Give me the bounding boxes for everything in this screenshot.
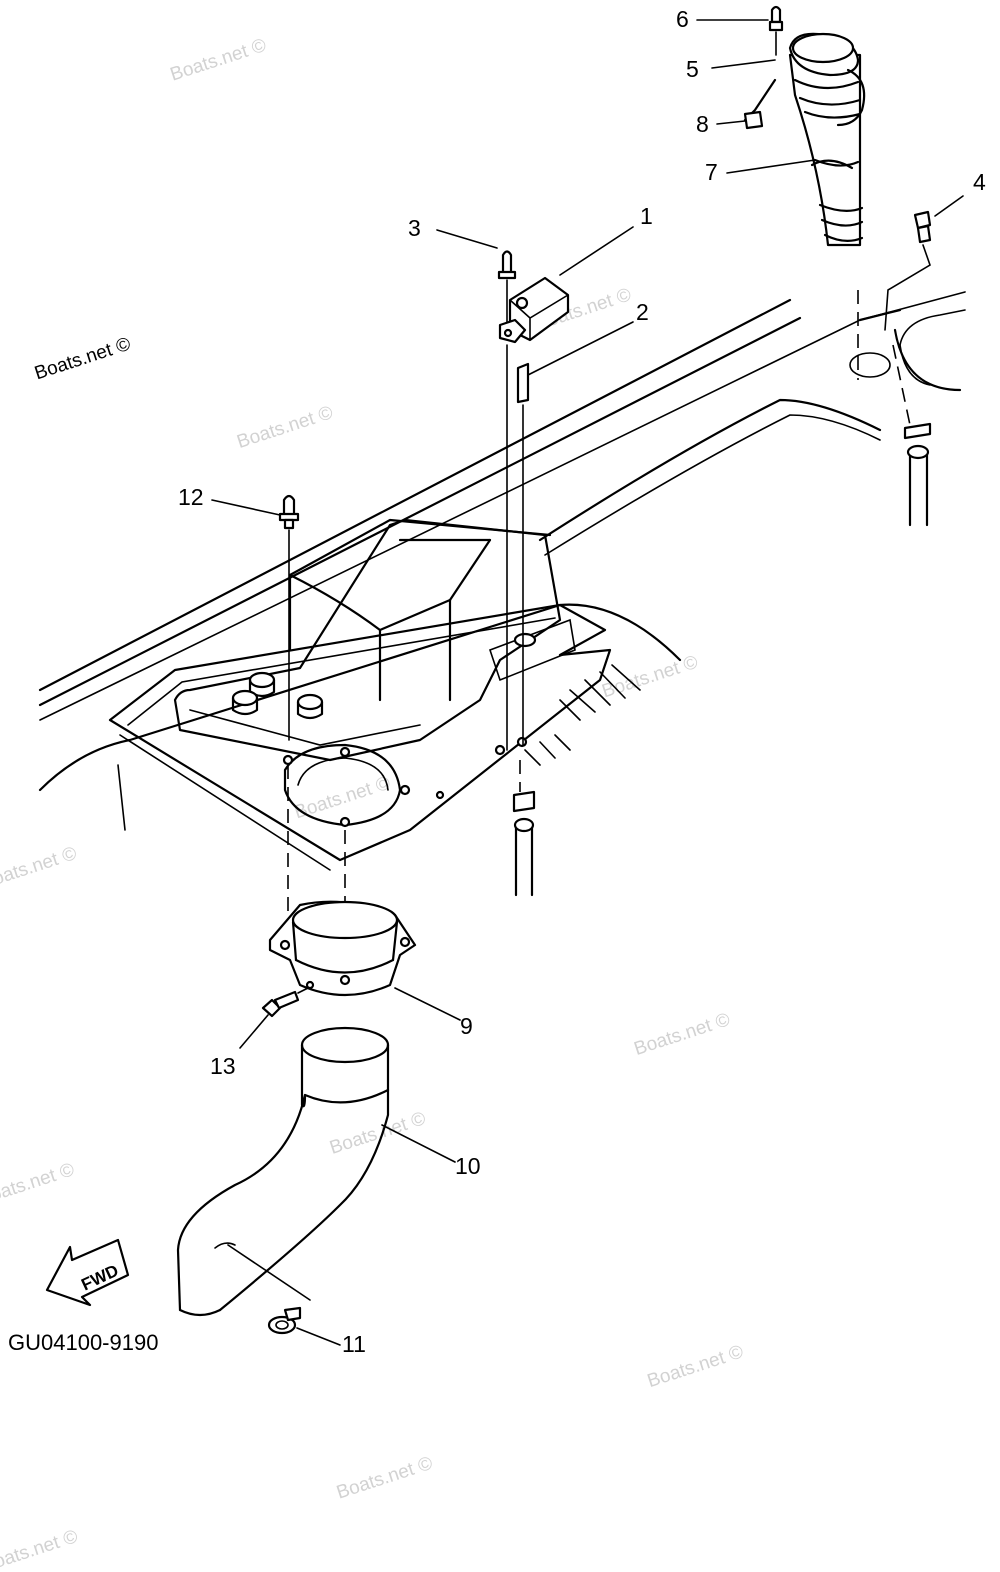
bolt-4 [884,210,932,426]
bracket-assembly [497,250,570,792]
diagram-code: GU04100-9190 [8,1330,158,1355]
hull-outline [38,291,966,897]
callout-10: 10 [455,1153,481,1179]
callout-12: 12 [178,484,204,510]
callout-9: 9 [460,1013,473,1039]
watermark: Boats.net © [645,1341,746,1392]
callout-11: 11 [342,1331,366,1357]
copyright-label: Boats.net © [32,334,133,385]
fill-tube-assembly [743,5,891,380]
watermark: Boats.net © [0,1526,80,1572]
callout-8: 8 [696,111,709,137]
clamp-11 [267,1306,302,1335]
fwd-arrow: FWD [45,1238,130,1307]
rivet-12 [278,494,346,940]
callout-4: 4 [973,169,986,195]
watermark: Boats.net © [234,402,335,453]
duct-10 [176,1026,390,1317]
callout-3: 3 [408,215,421,241]
callouts: 1 2 3 4 5 6 7 8 9 10 11 12 13 [178,6,986,1357]
watermark: Boats.net © [599,652,700,703]
callout-7: 7 [705,159,718,185]
watermark: Boats.net © [327,1108,428,1159]
flange-9 [268,900,417,997]
watermark: Boats.net © [632,1009,733,1060]
deck-plate [108,518,612,871]
watermark: Boats.net © [0,1159,77,1210]
callout-2: 2 [636,299,649,325]
callout-1: 1 [640,203,653,229]
watermark: Boats.net © [334,1453,435,1504]
callout-5: 5 [686,56,699,82]
leader-lines [211,19,964,1346]
screw-13 [261,987,309,1018]
callout-13: 13 [210,1053,236,1079]
callout-6: 6 [676,6,689,32]
watermark: Boats.net © [0,843,79,894]
watermark: Boats.net © [168,35,269,86]
